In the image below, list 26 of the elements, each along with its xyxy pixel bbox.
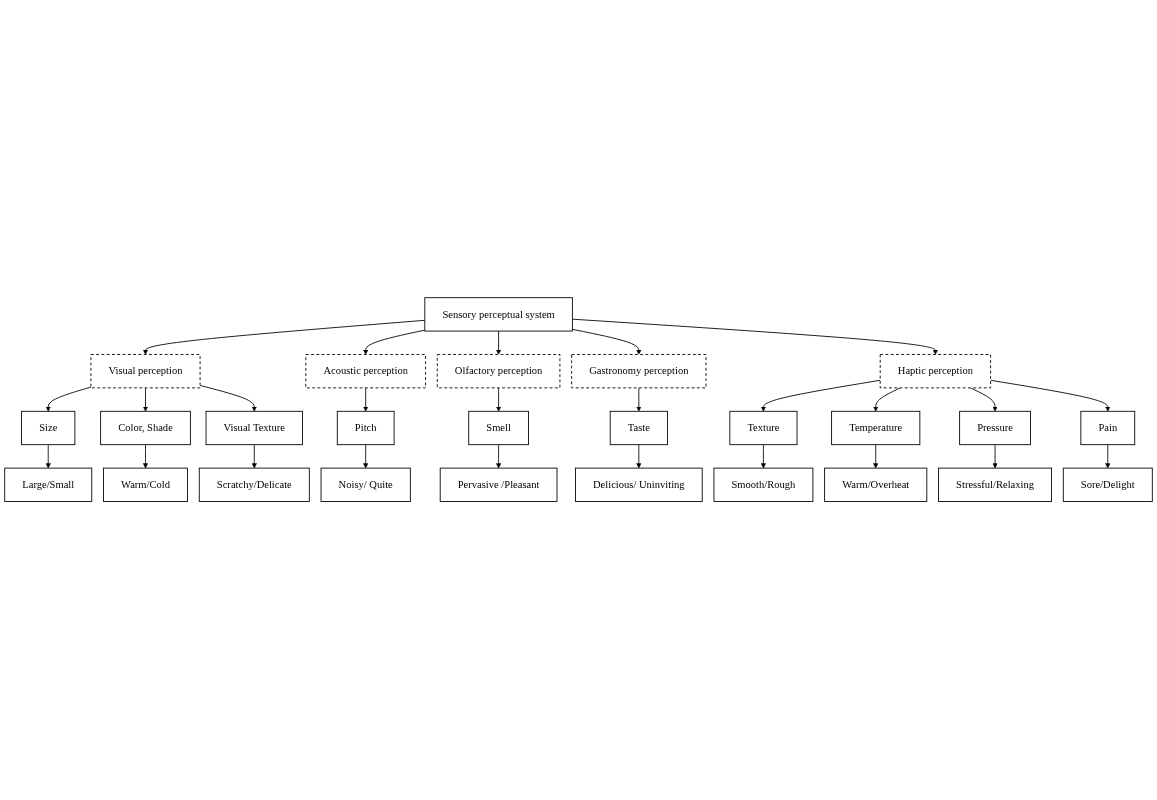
node-box: Pressure: [959, 411, 1031, 446]
node-box: Visual perception: [90, 354, 201, 389]
node-box: Warm/Cold: [103, 468, 188, 503]
node-box: Acoustic perception: [305, 354, 426, 389]
node-box: Smell: [468, 411, 529, 446]
node-box: Noisy/ Quite: [320, 468, 411, 503]
node-box: Gastronomy perception: [571, 354, 707, 389]
node-box: Haptic perception: [879, 354, 991, 389]
node-box: Stressful/Relaxing: [938, 468, 1052, 503]
node-box: Sensory perceptual system: [424, 297, 573, 332]
node-box: Delicious/ Uninviting: [575, 468, 703, 503]
node-box: Temperature: [831, 411, 921, 446]
node-box: Sore/Delight: [1062, 468, 1153, 503]
node-box: Color, Shade: [100, 411, 191, 446]
node-box: Warm/Overheat: [824, 468, 928, 503]
node-box: Olfactory perception: [436, 354, 561, 389]
node-box: Pervasive /Pleasant: [439, 468, 558, 503]
node-box: Scratchy/Delicate: [198, 468, 310, 503]
node-box: Pain: [1080, 411, 1136, 446]
node-box: Large/Small: [4, 468, 93, 503]
node-box: Pitch: [336, 411, 395, 446]
node-box: Smooth/Rough: [713, 468, 814, 503]
node-box: Taste: [609, 411, 668, 446]
node-box: Size: [21, 411, 76, 446]
node-box: Texture: [729, 411, 798, 446]
node-box: Visual Texture: [205, 411, 303, 446]
